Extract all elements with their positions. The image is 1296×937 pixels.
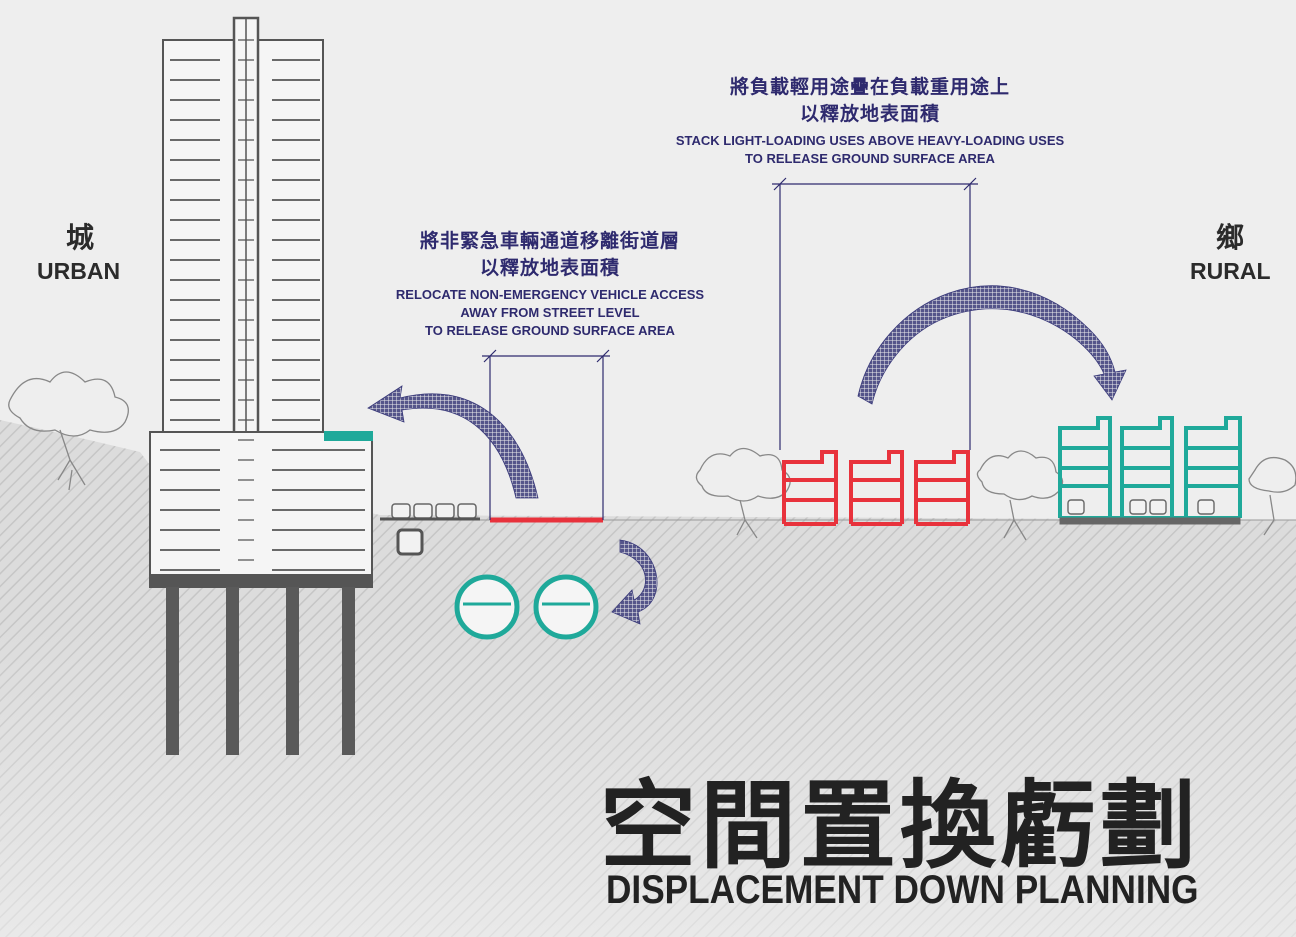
curved-arrows [367,285,1127,625]
arrow-stack [857,285,1127,405]
title-en: DISPLACEMENT DOWN PLANNING [606,868,1199,912]
rural-label-en: RURAL [1190,258,1271,284]
stack-zh-line1: 將負載輕用途疊在負載重用途上 [729,76,1010,98]
stack-zh-line2: 以釋放地表面積 [799,103,940,125]
street-cars [380,503,480,556]
rural-cars [1067,499,1215,515]
piles [166,587,355,755]
relocate-en-line2: AWAY FROM STREET LEVEL [460,305,640,320]
arrow-to-tunnel [611,539,658,625]
stack-en-line1: STACK LIGHT-LOADING USES ABOVE HEAVY-LOA… [675,133,1065,148]
relocate-en-line3: TO RELEASE GROUND SURFACE AREA [425,323,675,338]
stack-en-line2: TO RELEASE GROUND SURFACE AREA [745,151,995,166]
arrow-to-tower [367,385,539,499]
relocate-en-line1: RELOCATE NON-EMERGENCY VEHICLE ACCESS [395,287,705,302]
urban-tower [149,16,373,588]
light-use-buildings [1058,416,1242,525]
title-zh: 空間置換虧劃 [600,770,1200,882]
stack-annotation: 將負載輕用途疊在負載重用途上 以釋放地表面積 STACK LIGHT-LOADI… [620,72,1120,168]
heavy-use-buildings [782,450,970,526]
relocate-zh-line1: 將非緊急車輛通道移離街道層 [419,230,680,252]
relocate-annotation: 將非緊急車輛通道移離街道層 以釋放地表面積 RELOCATE NON-EMERG… [345,226,755,340]
relocate-zh-line2: 以釋放地表面積 [479,257,620,279]
rural-label-zh: 鄉 [1216,221,1245,254]
urban-label-zh: 城 [66,221,95,254]
urban-label-en: URBAN [37,258,121,284]
underground-tunnels [454,574,599,640]
